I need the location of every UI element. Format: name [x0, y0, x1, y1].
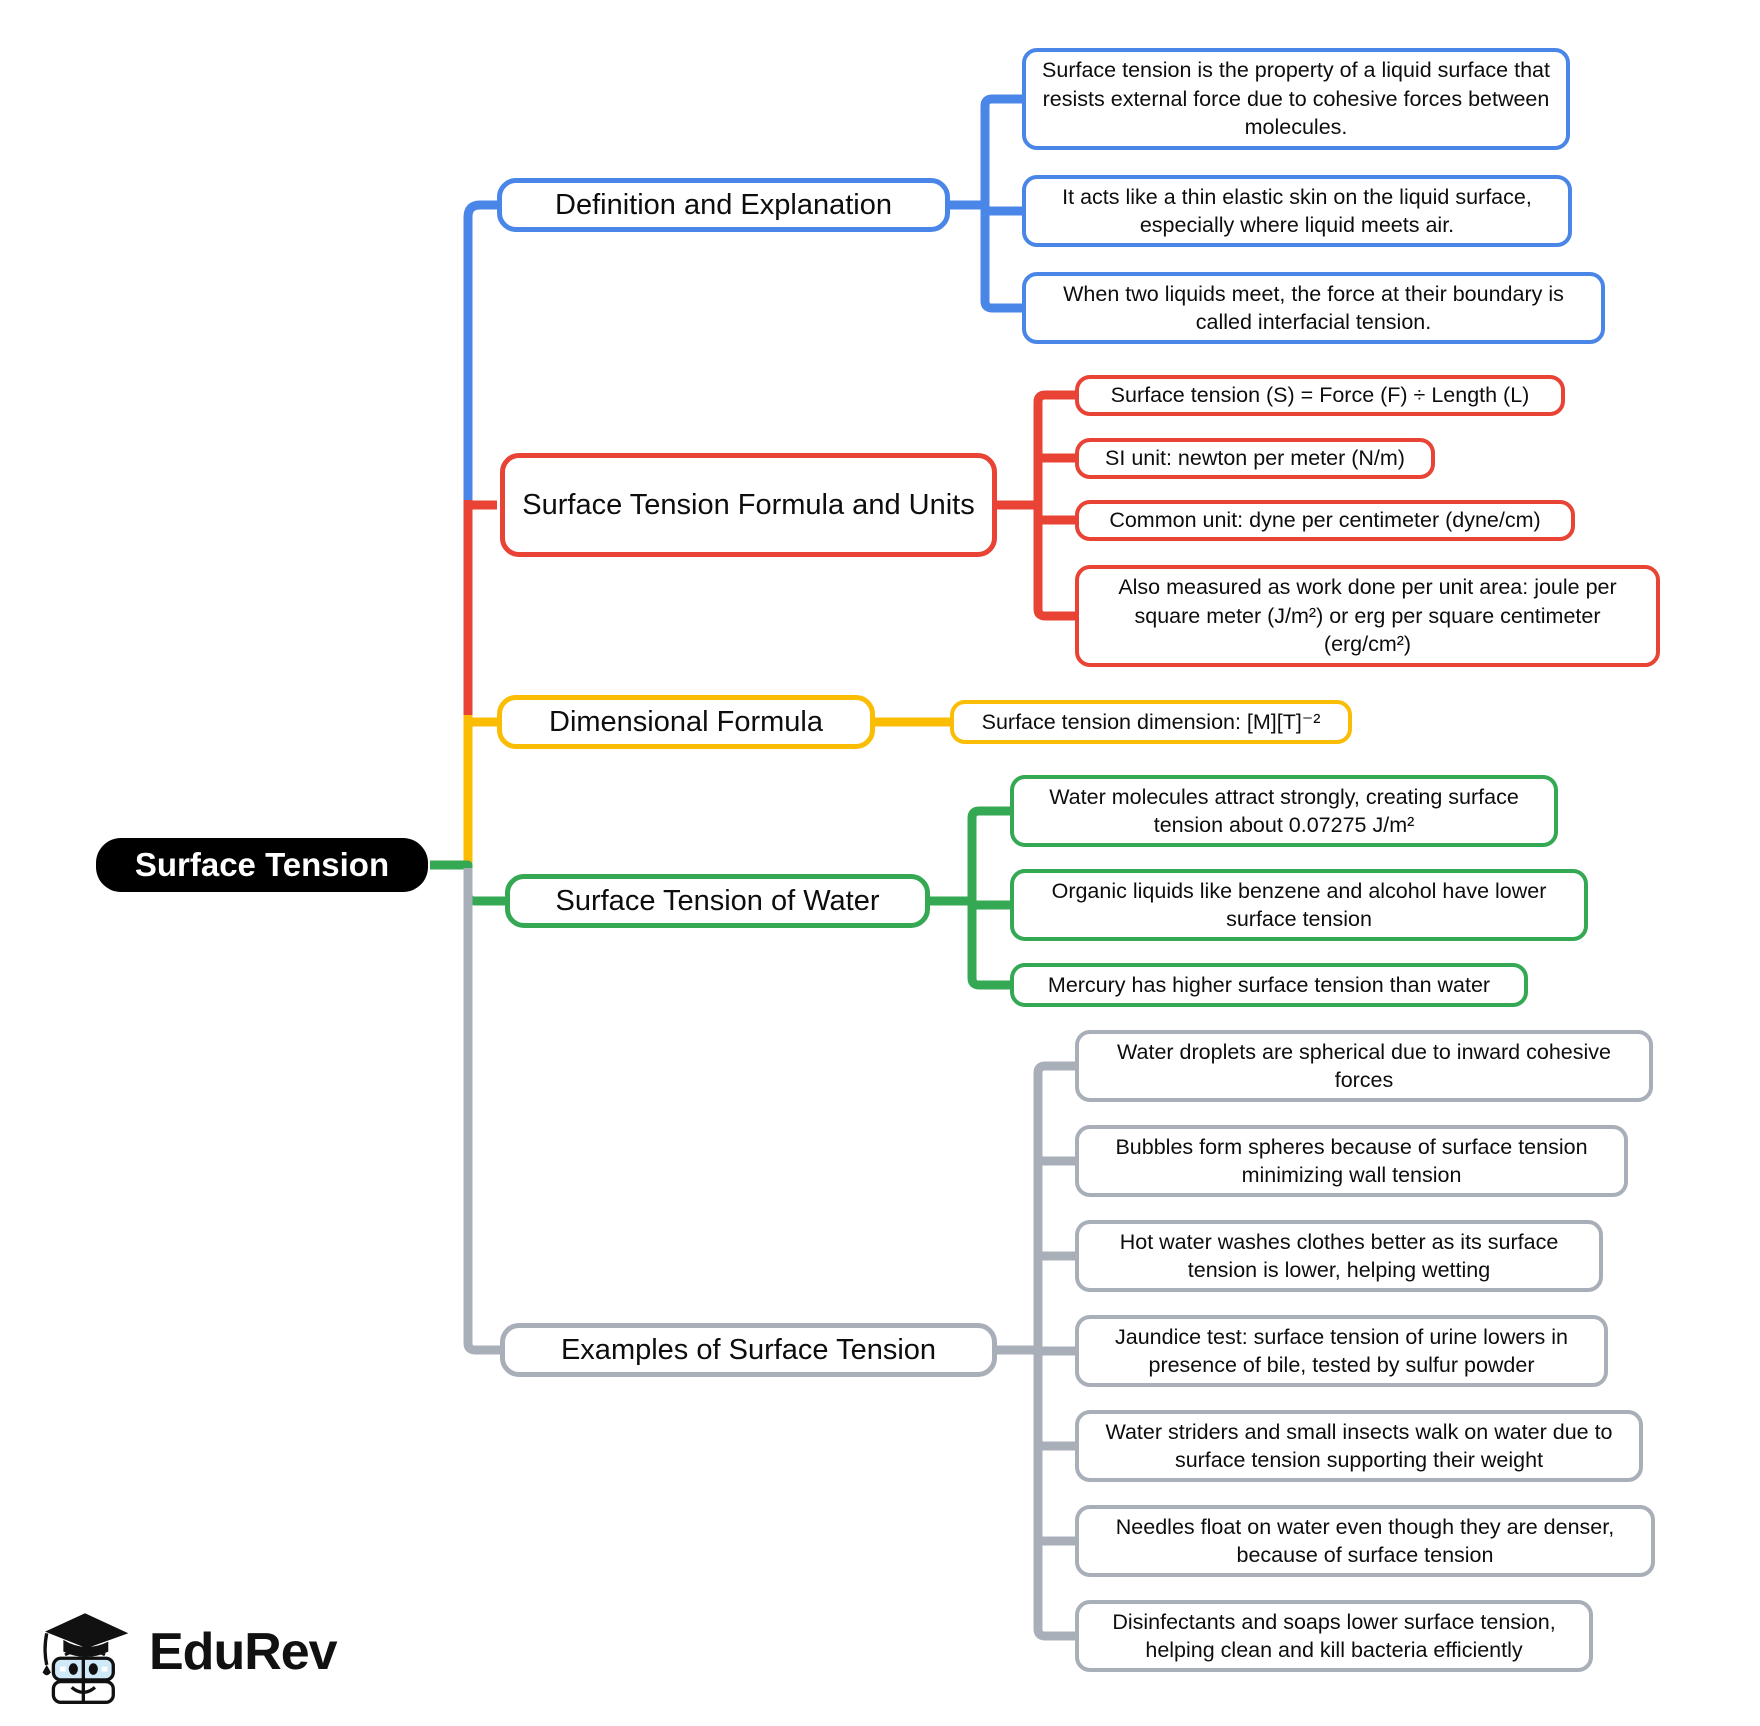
branch-examples-of-surface-tension: Examples of Surface Tension — [500, 1323, 997, 1377]
examples-child-4: Jaundice test: surface tension of urine … — [1075, 1315, 1608, 1387]
central-topic: Surface Tension — [96, 838, 428, 892]
connector-water-children — [930, 806, 1010, 990]
examples-child-2: Bubbles form spheres because of surface … — [1075, 1125, 1628, 1197]
examples-child-6: Needles float on water even though they … — [1075, 1505, 1655, 1577]
branch-dimensional-formula: Dimensional Formula — [497, 695, 875, 749]
connector-trunk-examples — [463, 868, 500, 1355]
branch-surface-tension-of-water: Surface Tension of Water — [505, 874, 930, 928]
connector-trunk-definition — [463, 200, 497, 502]
examples-child-7: Disinfectants and soaps lower surface te… — [1075, 1600, 1593, 1672]
water-child-1: Water molecules attract strongly, creati… — [1010, 775, 1558, 847]
connector-examples-children — [997, 1061, 1075, 1641]
formula-child-2: SI unit: newton per meter (N/m) — [1075, 438, 1435, 479]
water-child-2: Organic liquids like benzene and alcohol… — [1010, 869, 1588, 941]
dimensional-child-1: Surface tension dimension: [M][T]⁻² — [950, 700, 1352, 744]
edurev-mascot-icon — [42, 1613, 129, 1704]
water-child-3: Mercury has higher surface tension than … — [1010, 963, 1528, 1007]
formula-child-4: Also measured as work done per unit area… — [1075, 565, 1660, 667]
edurev-logo: EduRev — [35, 1600, 338, 1704]
connector-trunk-formula — [463, 500, 497, 717]
connector-formula-children — [997, 390, 1075, 621]
branch-definition-and-explanation: Definition and Explanation — [497, 178, 950, 232]
branch-formula-and-units: Surface Tension Formula and Units — [500, 453, 997, 557]
formula-child-1: Surface tension (S) = Force (F) ÷ Length… — [1075, 375, 1565, 416]
definition-child-3: When two liquids meet, the force at thei… — [1022, 272, 1605, 344]
examples-child-3: Hot water washes clothes better as its s… — [1075, 1220, 1603, 1292]
edurev-brand-text: EduRev — [149, 1623, 338, 1681]
formula-child-3: Common unit: dyne per centimeter (dyne/c… — [1075, 500, 1575, 541]
examples-child-5: Water striders and small insects walk on… — [1075, 1410, 1643, 1482]
definition-child-2: It acts like a thin elastic skin on the … — [1022, 175, 1572, 247]
examples-child-1: Water droplets are spherical due to inwa… — [1075, 1030, 1653, 1102]
definition-child-1: Surface tension is the property of a liq… — [1022, 48, 1570, 150]
connector-definition-children — [950, 94, 1022, 313]
connector-trunk-dimensional — [463, 715, 497, 864]
